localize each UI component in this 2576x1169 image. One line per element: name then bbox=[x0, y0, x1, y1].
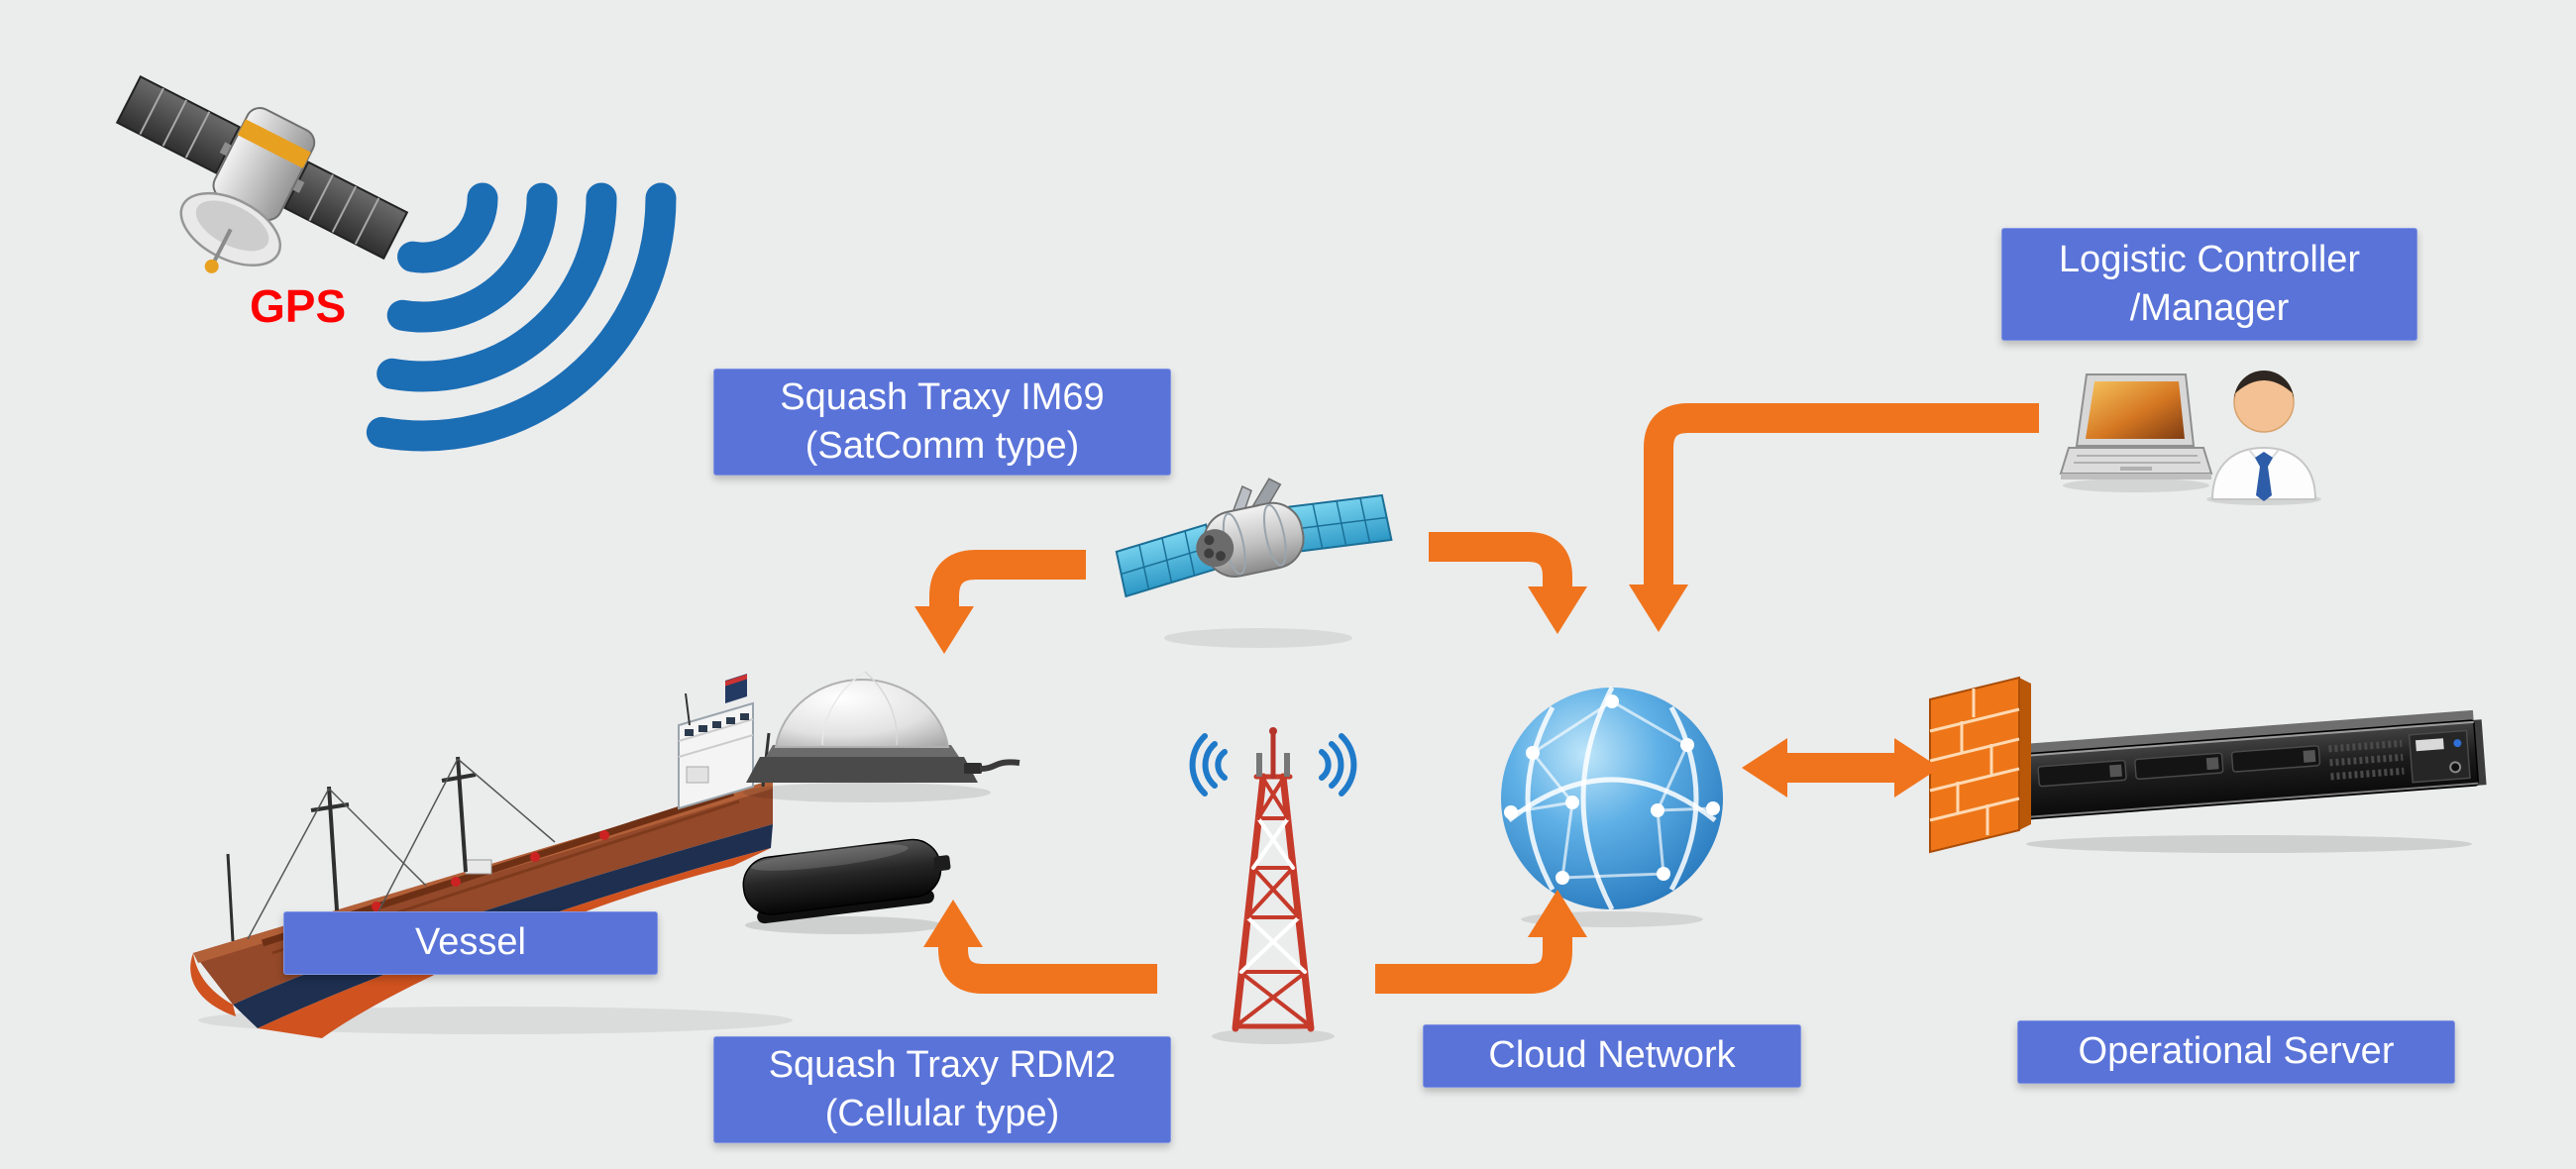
arrow-controller-to-cloud bbox=[1644, 403, 2039, 588]
satcomm-dome-antenna-icon bbox=[743, 671, 1020, 802]
arrow-satellite-to-dome bbox=[929, 550, 1086, 611]
satcomm-unit-label-line1: Squash Traxy IM69 bbox=[780, 375, 1105, 418]
operational-server-label-text: Operational Server bbox=[2078, 1030, 2395, 1073]
gps-label: GPS bbox=[250, 280, 347, 332]
arrowhead-cloud-from-controller bbox=[1629, 584, 1688, 632]
tower-signal-waves bbox=[1189, 733, 1357, 797]
gps-satellite-icon bbox=[115, 75, 409, 273]
cellular-terminal-icon bbox=[742, 838, 951, 934]
signal-waves-icon bbox=[366, 182, 677, 452]
cloud-network-label-text: Cloud Network bbox=[1488, 1034, 1736, 1077]
operational-server-label: Operational Server bbox=[2017, 1020, 2455, 1084]
satcomm-unit-label: Squash Traxy IM69 (SatComm type) bbox=[713, 369, 1171, 476]
rack-server-icon bbox=[2010, 709, 2487, 853]
logistic-controller-label-line2: /Manager bbox=[2129, 287, 2290, 329]
laptop-icon bbox=[2059, 373, 2213, 492]
person-icon bbox=[2206, 371, 2321, 505]
cellular-unit-label: Squash Traxy RDM2 (Cellular type) bbox=[713, 1036, 1171, 1143]
vessel-label-text: Vessel bbox=[415, 921, 526, 964]
arrow-satellite-to-cloud bbox=[1429, 532, 1572, 591]
logistic-controller-label: Logistic Controller /Manager bbox=[2001, 228, 2417, 341]
cellular-unit-label-line1: Squash Traxy RDM2 bbox=[768, 1043, 1117, 1086]
vessel-label: Vessel bbox=[283, 911, 658, 975]
network-globe-icon bbox=[1501, 686, 1723, 927]
cellular-unit-label-line2: (Cellular type) bbox=[824, 1093, 1060, 1134]
satcomm-unit-label-line2: (SatComm type) bbox=[805, 425, 1080, 467]
arrow-tower-to-device bbox=[938, 934, 1157, 994]
cell-tower-icon bbox=[1189, 727, 1357, 1044]
cloud-network-label: Cloud Network bbox=[1423, 1024, 1801, 1088]
logistic-controller-label-line1: Logistic Controller bbox=[2058, 238, 2361, 280]
arrowhead-cloud-left bbox=[1742, 738, 1787, 797]
firewall-icon bbox=[1929, 676, 2031, 854]
arrow-tower-to-cloud bbox=[1375, 933, 1572, 994]
arrowhead-cloud-from-satellite bbox=[1528, 586, 1587, 634]
communication-satellite-icon bbox=[1115, 478, 1393, 648]
